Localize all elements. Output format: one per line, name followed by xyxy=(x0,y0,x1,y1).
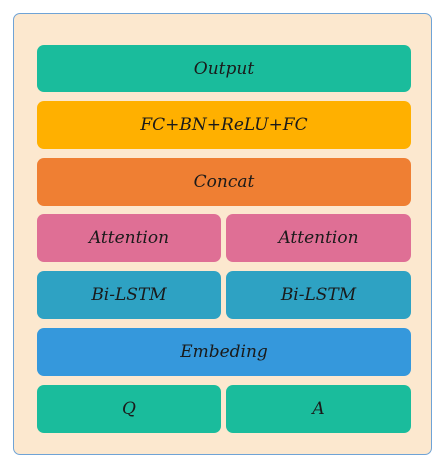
input-q-label: Q xyxy=(122,399,136,419)
concat-label: Concat xyxy=(193,172,255,192)
concat-layer: Concat xyxy=(37,158,411,206)
output-layer: Output xyxy=(37,45,411,92)
output-label: Output xyxy=(193,58,255,79)
attention-left-layer: Attention xyxy=(37,214,221,262)
input-q-block: Q xyxy=(37,385,221,433)
attention-right-layer: Attention xyxy=(226,214,411,262)
attention-left-label: Attention xyxy=(88,228,170,248)
input-a-label: A xyxy=(312,399,325,419)
attention-right-label: Attention xyxy=(278,228,359,248)
bilstm-right-layer: Bi-LSTM xyxy=(226,271,411,319)
bilstm-left-layer: Bi-LSTM xyxy=(37,271,221,319)
fc-label: FC+BN+ReLU+FC xyxy=(140,115,308,135)
bilstm-right-label: Bi-LSTM xyxy=(280,285,357,305)
input-a-block: A xyxy=(226,385,411,433)
embedding-layer: Embeding xyxy=(37,328,411,376)
embedding-label: Embeding xyxy=(180,342,268,362)
bilstm-left-label: Bi-LSTM xyxy=(91,285,167,305)
fc-layer: FC+BN+ReLU+FC xyxy=(37,101,411,149)
